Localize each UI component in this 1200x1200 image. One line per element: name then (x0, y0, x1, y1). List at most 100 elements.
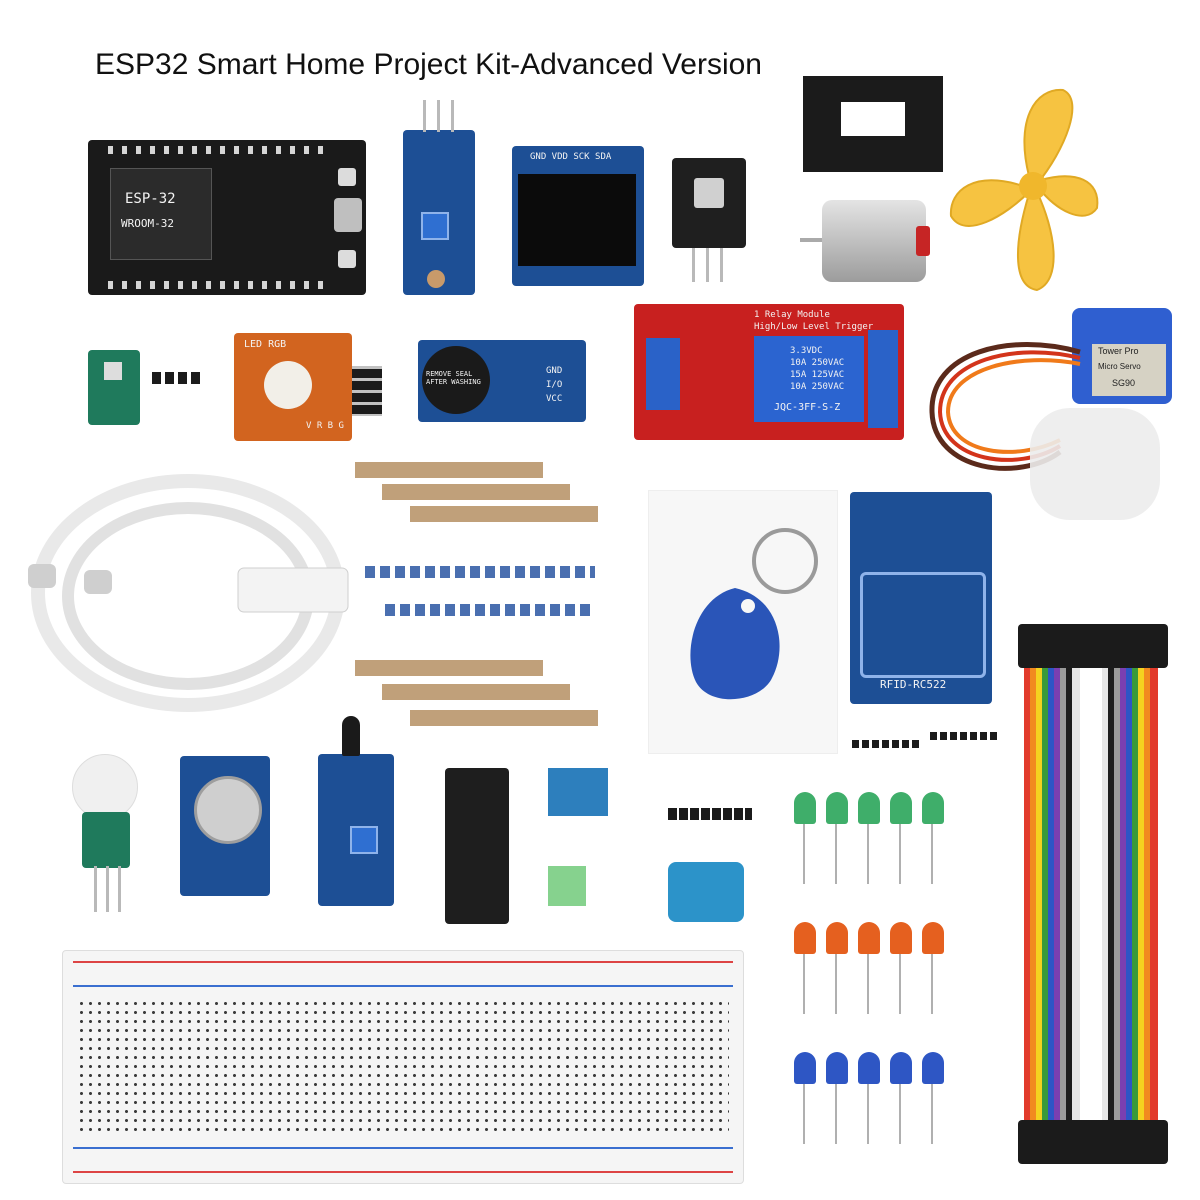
terminal-block-green (548, 866, 586, 906)
resistor-strip (410, 506, 598, 522)
led (826, 922, 848, 954)
sensor-chip (104, 362, 122, 380)
led (890, 792, 912, 824)
relay-title: 1 Relay Module (754, 310, 830, 320)
resistor-strip (382, 484, 570, 500)
usb-c-plug (84, 570, 112, 594)
led-leg (899, 1084, 901, 1144)
servo-model: SG90 (1112, 378, 1136, 388)
header-pin (423, 100, 426, 132)
led (922, 922, 944, 954)
relay-terminal-left (646, 338, 680, 410)
led-leg (899, 824, 901, 884)
fan-blade (949, 179, 1031, 227)
resistor-strip (382, 684, 570, 700)
buzzer-pin-io: I/O (546, 380, 563, 390)
led (890, 1052, 912, 1084)
potentiometer (421, 212, 449, 240)
esp32-chip-model: WROOM-32 (121, 217, 174, 230)
dc-motor (800, 200, 930, 282)
pir-sensor-module (82, 812, 130, 868)
esp32-chip-shield: ESP-32 WROOM-32 (110, 168, 212, 260)
pin-header-straight (930, 732, 998, 740)
usb-c-plug (28, 564, 56, 588)
rfid-model-label: RFID-RC522 (880, 678, 947, 691)
rgb-pin-header (352, 366, 382, 416)
pir-dome (72, 754, 138, 820)
bracket-cutout (841, 102, 905, 136)
buzzer-seal-label: REMOVE SEAL AFTER WASHING (426, 370, 481, 386)
photoresistor-module (403, 130, 475, 295)
led (922, 792, 944, 824)
esp32-chip-label: ESP-32 (125, 191, 176, 207)
led-leg (803, 954, 805, 1014)
relay-coil: 3.3VDC 10A 250VAC 15A 125VAC 10A 250VAC … (754, 336, 864, 422)
oled-screen (518, 174, 636, 266)
led-leg (931, 954, 933, 1014)
relay-trigger-label: High/Low Level Trigger (754, 322, 874, 332)
resistor-strip (355, 660, 543, 676)
servo-label: Tower Pro Micro Servo SG90 (1092, 344, 1166, 396)
pin-header-4 (152, 372, 204, 384)
motor-shaft (800, 238, 822, 242)
oled-pin-labels: GND VDD SCK SDA (530, 152, 612, 162)
rfid-antenna (860, 572, 986, 678)
jumper-wires-bundle (1024, 650, 1080, 1130)
rgb-pin-labels: V R B G (306, 421, 344, 431)
rgb-led-module: LED RGB V R B G (234, 333, 352, 441)
servo-type: Micro Servo (1098, 362, 1141, 371)
temperature-humidity-module (88, 350, 140, 425)
relay-rating-3: 15A 125VAC (790, 370, 845, 380)
potentiometer (350, 826, 378, 854)
header-pin (94, 866, 97, 912)
usb-c-breakout (668, 862, 744, 922)
header-pin (118, 866, 121, 912)
ir-receiver (342, 716, 360, 756)
fan-blade (1037, 175, 1099, 217)
breadboard-holes (77, 999, 729, 1135)
breadboard (62, 950, 744, 1184)
boot-button (338, 168, 356, 186)
pin-row-top (108, 146, 328, 154)
led-leg (867, 954, 869, 1014)
led-leg (835, 1084, 837, 1144)
relay-rating-4: 10A 250VAC (790, 382, 845, 392)
rfid-reader-module: RFID-RC522 (850, 492, 992, 704)
led-leg (867, 1084, 869, 1144)
led (794, 792, 816, 824)
led (858, 792, 880, 824)
led (890, 922, 912, 954)
buzzer-pin-vcc: VCC (546, 394, 563, 404)
photoresistor (427, 270, 445, 288)
flame-sensor-module (318, 754, 394, 906)
led (794, 922, 816, 954)
servo-motor: Tower Pro Micro Servo SG90 (1072, 308, 1172, 404)
led-leg (867, 824, 869, 884)
pin-header-straight (852, 740, 922, 748)
jumper-connectors-top (1018, 624, 1168, 668)
led-leg (835, 954, 837, 1014)
fan-blade (1016, 190, 1055, 292)
rgb-led-dome (264, 361, 312, 409)
led (826, 792, 848, 824)
jumper-wires-bundle (1102, 650, 1158, 1130)
en-button (338, 250, 356, 268)
header-pin (720, 248, 723, 282)
servo-brand: Tower Pro (1098, 346, 1139, 356)
fan-propeller (949, 88, 1099, 292)
kit-title: ESP32 Smart Home Project Kit-Advanced Ve… (95, 48, 762, 81)
usb-c-port (334, 198, 362, 232)
mosfet-module (445, 768, 509, 924)
resistor-row (365, 566, 595, 578)
motor-bracket (803, 76, 943, 172)
push-button-module (672, 158, 746, 248)
power-rail-blue (73, 1147, 733, 1149)
gas-sensor-mesh (194, 776, 262, 844)
power-rail-red (73, 961, 733, 963)
led (858, 922, 880, 954)
terminal-block-blue (548, 768, 608, 816)
buzzer-pin-gnd: GND (546, 366, 563, 376)
resistor-strip (410, 710, 598, 726)
resistor-row (385, 604, 595, 616)
power-rail-red (73, 1171, 733, 1173)
